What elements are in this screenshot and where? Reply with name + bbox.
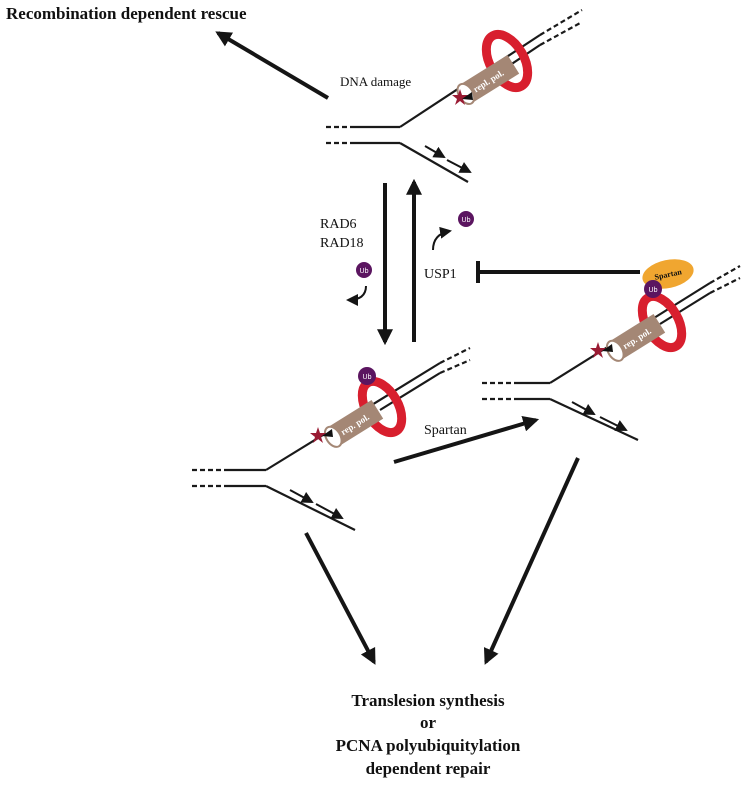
- ubiquitin-on-pcna-middle: [358, 367, 376, 385]
- lesion-star-top: [452, 89, 468, 105]
- recombination-rescue-label: Recombination dependent rescue: [6, 4, 247, 23]
- lesion-star-middle: [310, 427, 326, 443]
- usp1-label: USP1: [424, 267, 457, 282]
- polymerase-middle: [327, 399, 384, 447]
- ub-label-removed: Ub: [462, 217, 471, 224]
- curved-arrow-ub-add: [346, 285, 367, 306]
- rad6-label: RAD6: [320, 217, 357, 232]
- arrow-middle-to-outcome: [304, 532, 376, 665]
- outcome-line-2: or: [420, 713, 437, 732]
- ub-label-added: Ub: [360, 268, 369, 275]
- arrow-right-to-outcome: [483, 457, 580, 665]
- right-replisome: rep. pol. Spartan Ub: [590, 259, 694, 362]
- arrow-to-recombination: [215, 31, 330, 100]
- top-replisome: repl. pol.: [452, 29, 533, 105]
- ub-label-middle: Ub: [363, 374, 372, 381]
- ubiquitin-on-pcna-right: [644, 280, 662, 298]
- polymerase-right: [609, 313, 666, 361]
- outcome-line-3: PCNA polyubiquitylation: [336, 736, 521, 755]
- arrow-spartan: [393, 415, 540, 464]
- dna-damage-label: DNA damage: [340, 74, 411, 89]
- outcome-line-1: Translesion synthesis: [351, 691, 505, 710]
- lesion-star-right: [590, 342, 606, 358]
- polymerase-top: [460, 54, 520, 104]
- ubiquitin-removed: [458, 211, 474, 227]
- ubiquitin-added: [356, 262, 372, 278]
- spartan-arrow-label: Spartan: [424, 423, 467, 438]
- outcome-line-4: dependent repair: [366, 759, 491, 778]
- middle-replisome: rep. pol. Ub: [310, 367, 407, 448]
- ub-label-right: Ub: [649, 287, 658, 294]
- curved-arrow-ub-remove: [432, 226, 452, 251]
- rad18-label: RAD18: [320, 236, 364, 251]
